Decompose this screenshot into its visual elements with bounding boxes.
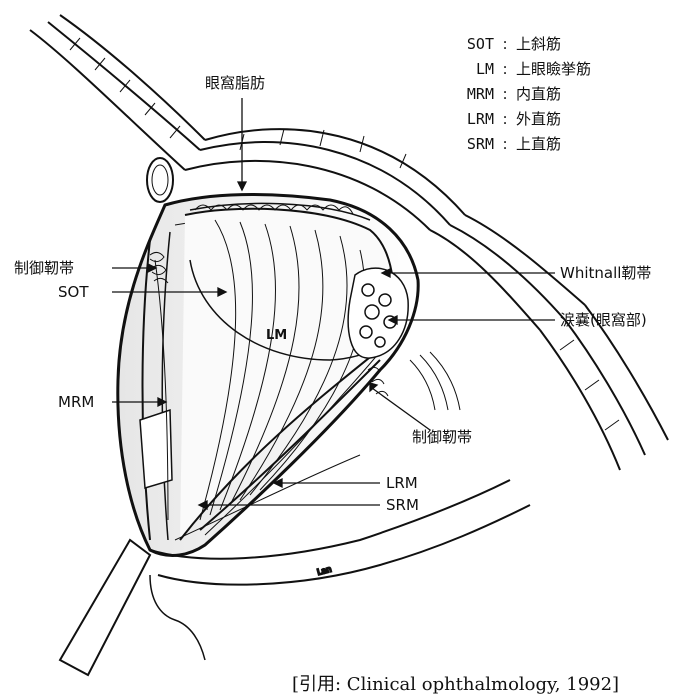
label-sot: SOT	[58, 283, 89, 301]
check-ligament-right-leader	[371, 387, 431, 431]
label-check-ligament-left: 制御靭帯	[14, 259, 75, 277]
check-ligaments	[149, 251, 389, 397]
orbital-floor: Lan	[58, 479, 531, 677]
label-orbital-fat: 眼窩脂肪	[205, 74, 266, 92]
label-lacrimal-gland: 涙嚢(眼窩部)	[560, 311, 647, 329]
legend-item: SRM:上直筋	[466, 135, 562, 153]
legend-item: LM:上眼瞼挙筋	[475, 60, 592, 78]
label-lm: LM	[266, 328, 288, 343]
legend-item: SOT:上斜筋	[466, 35, 562, 53]
label-check-ligament-right: 制御靭帯	[412, 428, 473, 446]
svg-text:Lan: Lan	[316, 565, 332, 577]
legend-item: MRM:内直筋	[466, 85, 562, 103]
label-srm: SRM	[386, 496, 419, 514]
abbreviation-legend: SOT:上斜筋 LM:上眼瞼挙筋 MRM:内直筋 LRM:外直筋 SRM:上直筋	[446, 32, 591, 157]
label-lrm: LRM	[386, 474, 418, 492]
citation: [引用: Clinical ophthalmology, 1992]	[292, 674, 620, 695]
lacrimal-gland	[347, 267, 409, 359]
label-whitnall-ligament: Whitnall靭帯	[560, 264, 652, 282]
label-mrm: MRM	[58, 393, 95, 411]
extraocular-muscles	[139, 231, 391, 541]
leader-lines	[112, 98, 555, 511]
legend-item: LRM:外直筋	[466, 110, 562, 128]
